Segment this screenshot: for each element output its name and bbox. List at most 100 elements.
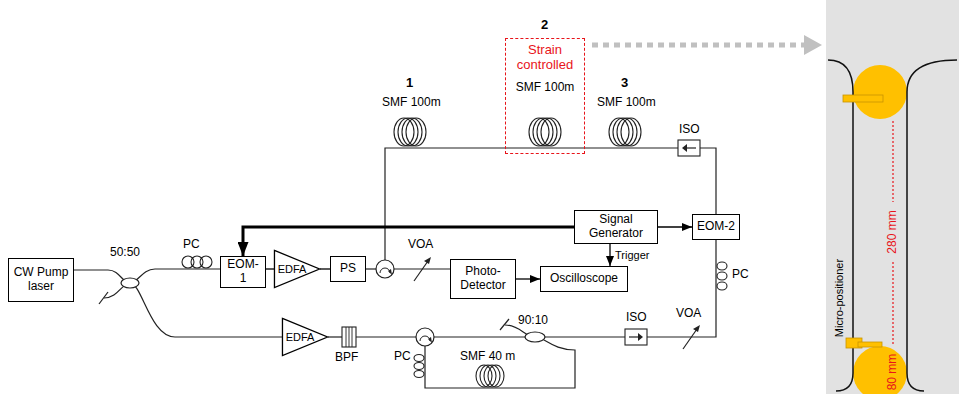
filter-body [342,327,356,347]
coil-turn [394,118,414,146]
coil-turn [484,365,500,387]
isolator-symbol [678,140,700,156]
modulator-box: EOM-2 [692,214,740,240]
isolator-symbol [625,329,647,345]
component-label: ISO [626,311,647,325]
isolator-arrowhead [638,333,643,341]
node-text: EOM-2 [697,220,735,234]
coil-turn [398,118,418,146]
zoom-arrow-shaft [592,43,804,48]
circulator-arrowhead [388,269,392,275]
fiber [356,336,416,337]
fiber [74,269,220,283]
voa-arrow [414,261,428,281]
fiber [385,148,716,260]
laser-box: CW Pump laser [8,258,74,302]
fiber-label: SMF 100m [597,96,656,110]
node-text: EDFA [278,263,307,276]
coil-turn [488,365,504,387]
circulator-arrow [380,268,390,273]
callout-number: 3 [621,76,628,91]
fiber-end [500,319,509,330]
clamp-bar [843,95,883,102]
node-text: EOM-1 [225,258,261,286]
component-label: BPF [335,351,358,365]
dimension-line [892,262,893,344]
coil-turn [529,118,549,146]
node-text: Oscilloscope [550,272,618,286]
fiber-coil [609,118,641,146]
amplifier-triangle: EDFA [282,318,328,356]
coil-turn [537,118,557,146]
circulator-body [376,260,394,278]
filter-line [352,327,353,347]
node-text: PS [340,262,356,276]
inset-panel [826,0,959,394]
dimension-label: 80 mm [886,354,900,391]
signal-connector [609,244,610,266]
fiber-label: SMF 100m [382,96,441,110]
isolator-body [625,329,647,345]
positioner-arm [858,342,882,347]
coil-turn [617,118,637,146]
isolator-body [678,140,700,156]
signal-connector [516,278,540,279]
attenuator-symbol [683,325,700,349]
fiber-label: SMF 40 m [460,350,515,364]
circulator-symbol [416,328,434,346]
coil-turn [541,118,561,146]
voa-arrowhead [693,325,700,332]
pulley-wheel [853,65,907,119]
voa-arrow [683,329,697,349]
coil-turn [621,118,641,146]
coupler-symbol [121,278,139,288]
coil-turn [609,118,629,146]
amplifier-triangle: EDFA [274,250,320,288]
coupler-ratio: 50:50 [110,246,140,260]
pc-loop [717,282,727,290]
voa-arrowhead [424,257,431,264]
coil-turn [533,118,553,146]
polarization-controller [414,355,424,378]
strain-rig [828,60,957,394]
component-label: PC [183,238,200,252]
fiber-lines [74,148,716,388]
filter-line [349,327,350,347]
fiber-coil [529,118,561,146]
pc-loop [717,262,727,270]
strain-region: Strain controlledSMF 100m [505,38,585,154]
pc-loop [200,256,212,268]
modulator-box: EOM-1 [220,256,266,288]
fiber-end [99,292,108,304]
component-label: ISO [679,123,700,137]
pulley-wheel [853,346,907,394]
stage-label: Micro-positioner [833,259,846,337]
zoom-arrow [592,35,822,55]
node-text: Signal Generator [579,213,653,241]
fiber [328,336,342,337]
signal-connector [320,268,330,269]
oscilloscope-box: Oscilloscope [540,266,628,292]
isolator-arrowhead [682,144,687,152]
node-text: SMF 100m [516,81,575,95]
pc-loop [414,371,424,378]
fiber-coil [394,118,426,146]
pc-loop [414,355,424,362]
dimension-line [892,121,893,202]
fiber-outline [907,60,957,391]
filter-line [346,327,347,347]
polarization-controller [717,262,727,290]
coupler-ratio: 90:10 [518,314,548,328]
modulation-signal-arrow [243,227,574,256]
circulator-symbol [376,260,394,278]
circulator-arrow [420,336,430,341]
signal-connector [266,268,274,269]
component-label: VOA [408,238,433,252]
pc-loop [717,272,727,280]
fiber [425,325,575,388]
filter-symbol [342,327,356,347]
coil-turn [613,118,633,146]
fiber [130,283,282,337]
